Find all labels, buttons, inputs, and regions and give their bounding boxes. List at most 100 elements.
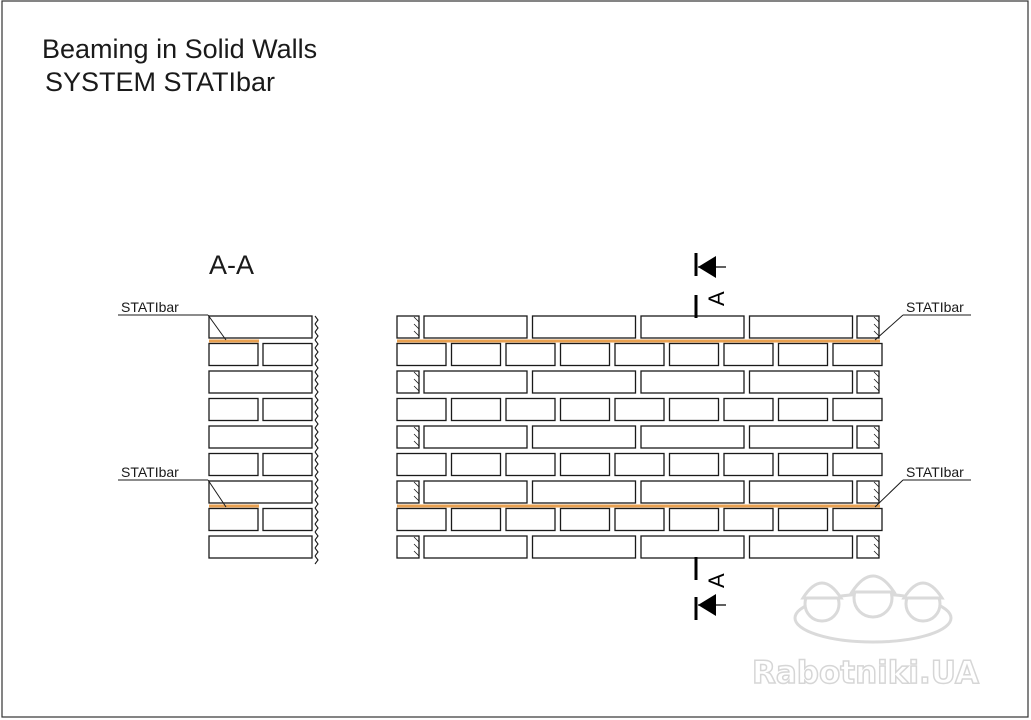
break-hatch bbox=[413, 426, 420, 433]
worker-helmet-icon bbox=[793, 574, 953, 644]
break-hatch bbox=[873, 385, 880, 392]
break-hatch bbox=[873, 316, 880, 323]
brick bbox=[423, 370, 528, 394]
brick bbox=[668, 397, 720, 422]
brick bbox=[668, 342, 720, 367]
break-hatch bbox=[873, 481, 880, 488]
brick bbox=[777, 397, 829, 422]
cut-brick bbox=[396, 425, 420, 449]
brick bbox=[262, 397, 313, 422]
statibar-reinforcement bbox=[209, 504, 259, 508]
brick bbox=[531, 370, 637, 394]
statibar-reinforcement bbox=[397, 339, 880, 343]
break-hatch bbox=[413, 488, 420, 495]
arrow-left-icon bbox=[698, 256, 716, 278]
page-title: Beaming in Solid Walls bbox=[42, 34, 318, 64]
cut-brick bbox=[856, 370, 880, 394]
section-marker-top: A bbox=[694, 253, 729, 318]
callout-leader bbox=[207, 314, 227, 341]
brick bbox=[423, 425, 528, 449]
break-hatch bbox=[873, 543, 880, 550]
brick bbox=[777, 507, 829, 532]
cut-brick bbox=[396, 480, 420, 504]
cut-brick bbox=[856, 425, 880, 449]
brick bbox=[208, 370, 313, 394]
cut-brick bbox=[396, 370, 420, 394]
brick bbox=[832, 507, 883, 532]
callout-leader bbox=[874, 479, 904, 508]
brick bbox=[208, 342, 259, 367]
break-hatch bbox=[413, 543, 420, 550]
break-hatch bbox=[873, 536, 880, 543]
brick bbox=[723, 452, 774, 477]
brick bbox=[748, 535, 854, 559]
brick bbox=[531, 315, 637, 339]
brick bbox=[832, 397, 883, 422]
break-hatch bbox=[413, 440, 420, 447]
brick bbox=[531, 425, 637, 449]
brick bbox=[723, 507, 774, 532]
brick bbox=[396, 342, 447, 367]
break-hatch bbox=[873, 550, 880, 557]
brick bbox=[208, 507, 259, 532]
brick bbox=[748, 370, 854, 394]
brick bbox=[668, 507, 720, 532]
callout-label: STATIbar bbox=[121, 299, 179, 315]
break-hatch bbox=[873, 426, 880, 433]
brick bbox=[614, 507, 665, 532]
break-hatch bbox=[873, 371, 880, 378]
brick bbox=[723, 397, 774, 422]
brick bbox=[505, 507, 556, 532]
page-subtitle: SYSTEM STATIbar bbox=[45, 67, 276, 97]
brick bbox=[396, 507, 447, 532]
break-hatch bbox=[873, 440, 880, 447]
section-view bbox=[208, 315, 319, 565]
brick bbox=[640, 535, 745, 559]
brick bbox=[614, 397, 665, 422]
brick bbox=[559, 397, 611, 422]
break-hatch bbox=[873, 378, 880, 385]
cut-brick bbox=[856, 535, 880, 559]
section-marker-letter: A bbox=[704, 573, 729, 588]
brick bbox=[208, 480, 313, 504]
callout-section-bottom: STATIbar bbox=[118, 464, 227, 508]
break-hatch bbox=[413, 330, 420, 337]
break-hatch bbox=[873, 330, 880, 337]
brick bbox=[262, 342, 313, 367]
cut-brick bbox=[856, 480, 880, 504]
cut-brick bbox=[856, 315, 880, 339]
brick bbox=[423, 315, 528, 339]
break-hatch bbox=[413, 536, 420, 543]
break-hatch bbox=[413, 495, 420, 502]
break-hatch bbox=[873, 488, 880, 495]
section-label: A-A bbox=[209, 250, 254, 280]
brick bbox=[640, 480, 745, 504]
callout-elevation-bottom: STATIbar bbox=[874, 464, 971, 508]
brick bbox=[505, 342, 556, 367]
cut-brick bbox=[396, 535, 420, 559]
brick bbox=[505, 452, 556, 477]
break-hatch bbox=[413, 316, 420, 323]
callout-label: STATIbar bbox=[906, 464, 964, 480]
break-hatch bbox=[413, 385, 420, 392]
brick bbox=[723, 342, 774, 367]
break-hatch bbox=[413, 323, 420, 330]
brick bbox=[777, 342, 829, 367]
brick bbox=[777, 452, 829, 477]
brick bbox=[208, 535, 313, 559]
break-hatch bbox=[873, 323, 880, 330]
break-hatch bbox=[873, 495, 880, 502]
brick bbox=[208, 425, 313, 449]
callout-leader bbox=[874, 314, 904, 341]
break-hatch bbox=[413, 550, 420, 557]
callout-label: STATIbar bbox=[121, 464, 179, 480]
brick bbox=[262, 452, 313, 477]
brick bbox=[640, 370, 745, 394]
callout-section-top: STATIbar bbox=[118, 299, 227, 341]
brick bbox=[505, 397, 556, 422]
section-marker-letter: A bbox=[704, 291, 729, 306]
brick bbox=[531, 480, 637, 504]
elevation-view bbox=[396, 315, 883, 559]
